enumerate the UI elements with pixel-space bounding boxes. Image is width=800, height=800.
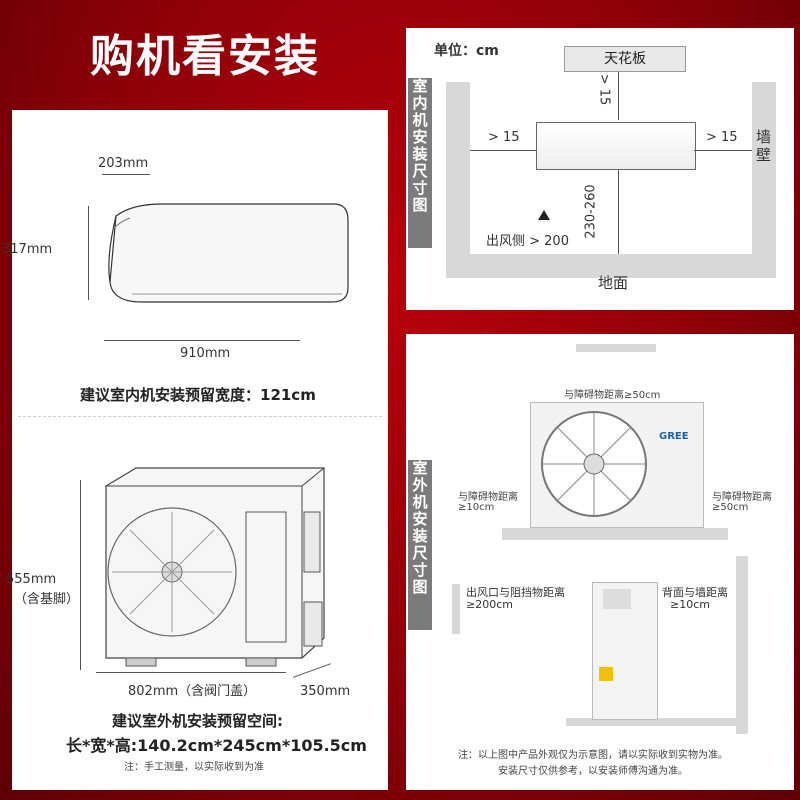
side-panel	[603, 589, 631, 609]
outdoor-width-label: 802mm（含阀门盖）	[128, 684, 257, 699]
airflow-arrow-icon	[538, 210, 550, 220]
back-clearance-label-1: 背面与墙距离	[662, 586, 728, 599]
outdoor-suggestion-line1: 建议室外机安装预留空间:	[112, 712, 283, 730]
wall-label: 墙壁	[756, 128, 772, 164]
gree-logo: GREE	[659, 431, 689, 442]
outdoor-suggestion-line2: 长*宽*高:140.2cm*245cm*105.5cm	[66, 736, 367, 755]
left-blocker	[452, 584, 460, 634]
footnote-2: 安装尺寸仅供参考，以安装师傅沟通为准。	[498, 766, 688, 777]
mount-bracket	[566, 718, 746, 726]
divider	[18, 416, 382, 417]
energy-label-icon	[599, 667, 613, 681]
height-dimension-line	[88, 206, 89, 300]
outdoor-note: 注：手工测量，以实际收到为准	[124, 762, 264, 773]
indoor-unit-illustration	[108, 203, 349, 303]
floor-gap-arrow	[618, 170, 619, 254]
top-gap-arrow	[618, 72, 619, 120]
left-gap-arrow	[470, 150, 536, 151]
left-wall	[446, 82, 470, 278]
unit-label: 单位：cm	[434, 43, 499, 59]
right-gap-arrow	[694, 150, 752, 151]
outdoor-depth-label: 350mm	[300, 684, 351, 699]
outdoor-diagram-side-label: 室外 机安 装尺 寸图	[408, 460, 432, 630]
ground-base	[502, 528, 728, 540]
outdoor-unit-front: GREE	[530, 402, 704, 528]
top-gap-label: > 15	[596, 73, 612, 106]
indoor-unit-diagram	[536, 122, 696, 170]
right-clearance-label-1: 与障碍物距离	[712, 492, 772, 503]
outdoor-width-line	[96, 672, 286, 673]
floor-gap-label: 230-260	[583, 184, 599, 239]
indoor-diagram-side-label: 室内 机安 装尺 寸图	[408, 78, 432, 248]
fan-icon	[541, 411, 647, 517]
top-clearance-label: 与障碍物距离≥50cm	[564, 390, 661, 401]
page-title: 购机看安装	[90, 31, 320, 82]
left-gap-label: > 15	[488, 130, 520, 145]
right-clearance-label-2: ≥50cm	[712, 502, 749, 513]
width-dimension-line	[104, 340, 300, 341]
left-clearance-label-2: ≥10cm	[458, 502, 495, 513]
indoor-depth-label: 203mm	[98, 156, 149, 171]
indoor-width-label: 910mm	[180, 346, 231, 361]
right-wall	[752, 82, 776, 278]
outlet-clearance-label-1: 出风口与阻挡物距离	[466, 586, 565, 599]
outdoor-unit-illustration	[105, 467, 325, 667]
outlet-clearance-label-2: ≥200cm	[466, 598, 513, 611]
left-clearance-label-1: 与障碍物距离	[458, 492, 518, 503]
floor-band	[446, 254, 776, 278]
right-gap-label: > 15	[706, 130, 738, 145]
outdoor-install-diagram: 室外 机安 装尺 寸图 与障碍物距离≥50cm GREE 与障碍物距离 ≥10c…	[406, 334, 794, 790]
airflow-label: 出风侧 > 200	[486, 234, 569, 249]
outdoor-height-line	[80, 480, 81, 670]
floor-label: 地面	[598, 274, 629, 292]
footnote-1: 注：以上图中产品外观仅为示意图，请以实际收到实物为准。	[458, 750, 728, 761]
outdoor-height-label: 555mm	[6, 572, 57, 587]
dimensions-panel: 203mm 317mm 910mm 建议室内机安装预留宽度：121cm 555m…	[2, 110, 388, 790]
outdoor-height-note: （含基脚）	[14, 592, 80, 607]
back-clearance-label-2: ≥10cm	[670, 598, 710, 611]
indoor-suggestion: 建议室内机安装预留宽度：121cm	[80, 386, 316, 404]
indoor-height-label: 317mm	[2, 242, 53, 257]
back-wall	[736, 556, 748, 734]
indoor-install-diagram: 室内 机安 装尺 寸图 单位：cm 天花板 > 15 > 15 > 15 墙壁 …	[406, 28, 794, 310]
ceiling-label: 天花板	[564, 46, 686, 72]
depth-dimension-line	[102, 174, 150, 175]
top-obstacle	[576, 344, 656, 352]
outdoor-unit-side	[592, 582, 658, 720]
